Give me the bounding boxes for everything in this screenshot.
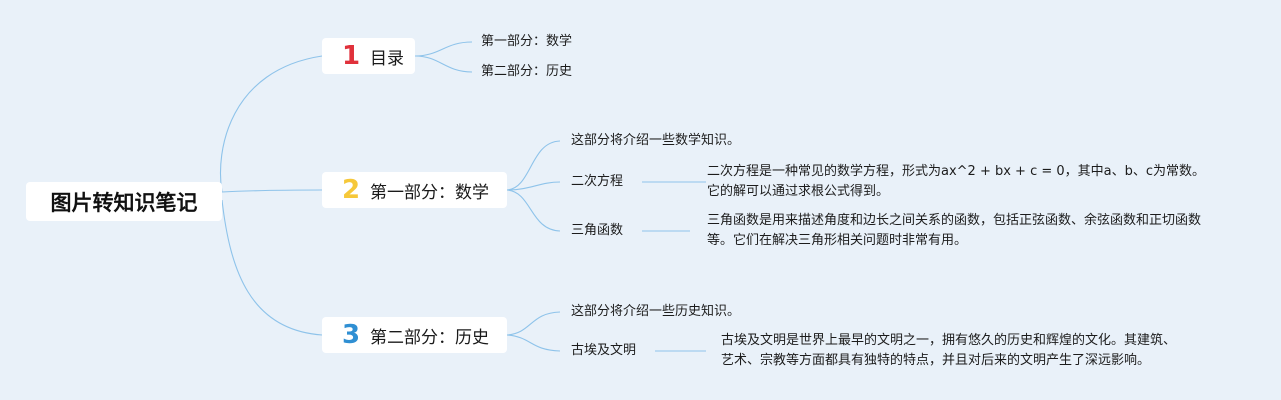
math-intro[interactable]: 这部分将介绍一些数学知识。: [571, 133, 741, 148]
quadratic-detail: 二次方程是一种常见的数学方程，形式为ax^2 + bx + c = 0，其中a、…: [707, 164, 1206, 199]
connector-catalog-to-history-item: [414, 55, 473, 73]
connector-root-to-history: [221, 199, 323, 336]
topic-title: 第二部分：历史: [370, 327, 489, 348]
number-badge-3: 3: [341, 320, 361, 350]
number-badge-2: 2: [341, 175, 361, 205]
root-title: 图片转知识笔记: [50, 190, 198, 215]
connector-math-to-quadratic: [506, 181, 561, 191]
connector-root-to-math: [221, 189, 323, 193]
connector-math-to-intro: [506, 140, 561, 191]
topic-catalog[interactable]: 1 目录: [322, 38, 415, 74]
connector-root-to-catalog: [219, 55, 323, 193]
connector-history-to-intro: [506, 311, 561, 336]
catalog-item-math[interactable]: 第一部分：数学: [481, 34, 573, 49]
connector-math-to-trig: [506, 189, 561, 232]
number-badge-1: 1: [341, 41, 361, 71]
root-node[interactable]: 图片转知识笔记: [26, 182, 222, 221]
node-trig[interactable]: 三角函数: [571, 223, 624, 238]
node-quadratic[interactable]: 二次方程: [571, 174, 624, 189]
topic-title: 目录: [370, 48, 404, 69]
topic-title: 第一部分：数学: [370, 182, 489, 203]
egypt-detail: 古埃及文明是世界上最早的文明之一，拥有悠久的历史和辉煌的文化。其建筑、艺术、宗教…: [721, 333, 1177, 368]
connector-history-to-egypt: [506, 334, 561, 352]
topic-math[interactable]: 2 第一部分：数学: [322, 172, 507, 208]
catalog-item-history[interactable]: 第二部分：历史: [481, 64, 573, 79]
node-egypt[interactable]: 古埃及文明: [571, 343, 637, 358]
trig-detail: 三角函数是用来描述角度和边长之间关系的函数，包括正弦函数、余弦函数和正切函数等。…: [707, 213, 1202, 248]
topic-history[interactable]: 3 第二部分：历史: [322, 317, 507, 353]
connector-catalog-to-math-item: [414, 41, 473, 57]
history-intro[interactable]: 这部分将介绍一些历史知识。: [571, 304, 741, 319]
